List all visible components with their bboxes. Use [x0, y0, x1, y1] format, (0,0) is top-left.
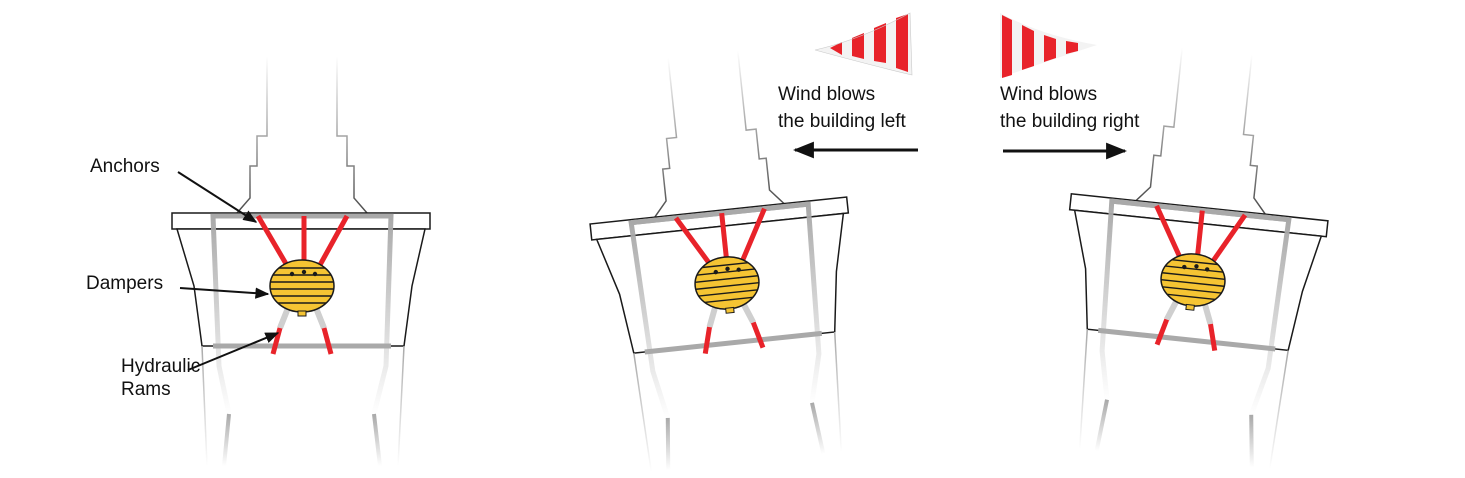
- pointer-anchors: [177, 171, 258, 223]
- label-dampers: Dampers: [86, 273, 163, 294]
- label-anchors: Anchors: [90, 156, 160, 177]
- pointer-dampers: [179, 287, 270, 299]
- label-hydraulic-rams: Hydraulic Rams: [121, 356, 205, 400]
- building-tilted-left: [574, 41, 873, 476]
- wind-right-text: Wind blows the building right: [1000, 84, 1140, 132]
- wind-flag-left: [814, 12, 913, 76]
- building-upright: [172, 56, 430, 466]
- wind-flag-right: [1000, 13, 1097, 78]
- wind-left-text: Wind blows the building left: [778, 84, 907, 132]
- pointer-hydraulic-rams: [187, 332, 280, 371]
